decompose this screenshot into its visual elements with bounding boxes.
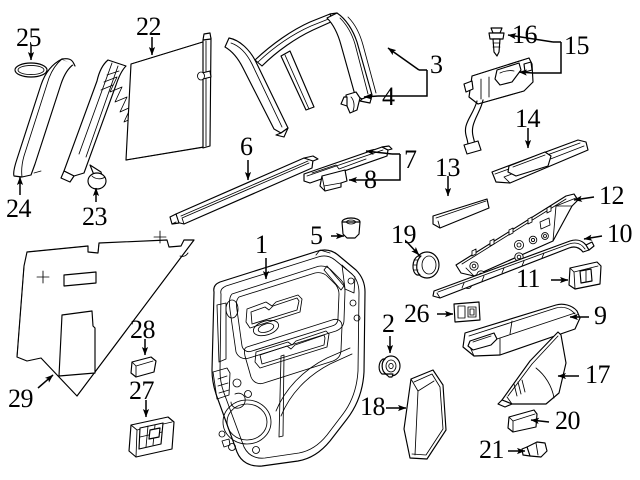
callout-label-16[interactable]: 16 xyxy=(512,20,538,49)
part-17-lower-door-pocket-trim xyxy=(497,331,567,408)
part-6-belt-weatherstrip xyxy=(169,155,319,225)
part-24-b-pillar-trim xyxy=(13,58,76,178)
callout-label-3[interactable]: 3 xyxy=(430,50,443,79)
part-19-speaker xyxy=(412,251,440,279)
callout-label-9[interactable]: 9 xyxy=(594,301,607,330)
callout-label-11[interactable]: 11 xyxy=(516,264,541,293)
callout-label-24[interactable]: 24 xyxy=(6,194,32,223)
part-3-window-frame-upper-molding xyxy=(254,12,377,111)
part-14-switch-bezel xyxy=(491,139,589,184)
part-22-rear-window-sunshade xyxy=(60,32,289,183)
part-1-rear-door-trim-panel xyxy=(211,249,366,467)
part-18-rear-corner-trim xyxy=(403,369,447,460)
callout-label-7[interactable]: 7 xyxy=(404,145,417,174)
callout-label-22[interactable]: 22 xyxy=(136,12,162,41)
callout-label-26[interactable]: 26 xyxy=(404,299,430,328)
callout-label-8[interactable]: 8 xyxy=(364,165,377,194)
part-11-molding-clip xyxy=(568,261,602,290)
part-25-trim-plug xyxy=(14,62,48,78)
part-5-trim-grommet xyxy=(341,217,361,239)
callout-label-23[interactable]: 23 xyxy=(82,202,108,231)
part-4-frame-end-cap xyxy=(340,91,361,114)
part-28-clip-fastener xyxy=(130,356,157,378)
callout-label-5[interactable]: 5 xyxy=(310,221,323,250)
part-8-trim-bracket xyxy=(319,169,348,192)
callout-label-21[interactable]: 21 xyxy=(479,435,505,464)
part-7-upper-trim-rail xyxy=(303,145,393,184)
callout-label-29[interactable]: 29 xyxy=(8,384,34,413)
part-15-door-handle-assembly xyxy=(463,57,534,155)
part-27-switch-cluster xyxy=(128,416,175,458)
part-20-trim-cap xyxy=(507,409,538,433)
callout-label-6[interactable]: 6 xyxy=(240,132,253,161)
callout-label-1[interactable]: 1 xyxy=(255,230,268,259)
callout-leaders xyxy=(16,33,603,455)
part-21-bulb-socket xyxy=(521,441,548,458)
callout-label-17[interactable]: 17 xyxy=(585,360,611,389)
part-12-door-trim-insert xyxy=(455,193,579,290)
callout-label-13[interactable]: 13 xyxy=(435,153,461,182)
callout-label-20[interactable]: 20 xyxy=(555,406,581,435)
part-10-lower-trim-molding xyxy=(432,239,595,299)
part-13-trim-applique xyxy=(432,198,490,229)
callout-label-4[interactable]: 4 xyxy=(382,82,395,111)
callout-label-27[interactable]: 27 xyxy=(129,376,155,405)
part-26-window-switch xyxy=(453,301,481,323)
callout-label-25[interactable]: 25 xyxy=(16,23,42,52)
callout-label-14[interactable]: 14 xyxy=(515,104,541,133)
part-2-retainer-clip xyxy=(378,355,401,378)
callout-label-15[interactable]: 15 xyxy=(564,31,590,60)
part-23-sunshade-knob xyxy=(87,164,107,190)
callout-label-2[interactable]: 2 xyxy=(382,309,395,338)
callout-label-12[interactable]: 12 xyxy=(599,181,625,210)
callout-label-19[interactable]: 19 xyxy=(391,220,417,249)
callout-label-28[interactable]: 28 xyxy=(130,315,156,344)
part-16-handle-mounting-bolt xyxy=(488,27,505,57)
part-29-water-shield xyxy=(16,230,195,397)
callout-label-18[interactable]: 18 xyxy=(360,392,386,421)
callout-label-10[interactable]: 10 xyxy=(607,219,633,248)
part-9-armrest xyxy=(462,303,581,357)
